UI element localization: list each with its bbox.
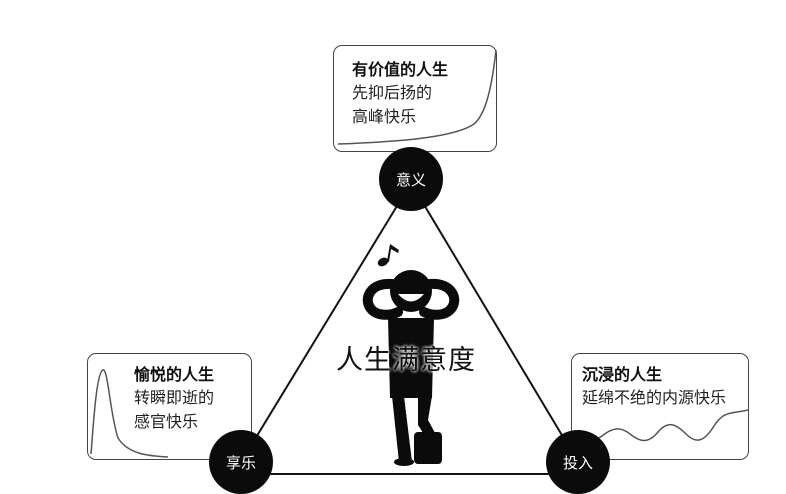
card-pleasant-life-title: 愉悦的人生 [134, 365, 215, 384]
triangle-edge-right [410, 182, 579, 463]
card-meaningful-life-line-2: 高峰快乐 [352, 107, 417, 126]
node-meaning: 意义 [379, 147, 443, 211]
node-pleasure: 享乐 [209, 430, 273, 494]
spike-decay-curve [90, 369, 169, 458]
card-pleasant-life-line-1: 转瞬即逝的 [134, 388, 215, 407]
steady-wave-curve [573, 409, 749, 442]
life-satisfaction-label: 人生满意度 [336, 345, 476, 376]
card-meaningful-life-title: 有价值的人生 [352, 60, 449, 79]
node-engagement: 投入 [546, 430, 610, 494]
card-engaged-life-line-1: 延绵不绝的内源快乐 [582, 388, 727, 407]
card-engaged-life-title: 沉浸的人生 [582, 365, 663, 384]
card-meaningful-life-line-1: 先抑后扬的 [352, 83, 433, 102]
peak-growth-curve [337, 49, 497, 145]
music-note-icon [377, 244, 399, 267]
triangle-edge-left [240, 182, 412, 463]
card-pleasant-life-line-2: 感官快乐 [134, 412, 199, 431]
card-meaningful-life: 有价值的人生 先抑后扬的 高峰快乐 [333, 45, 497, 152]
relaxed-person-icon [362, 270, 460, 466]
satisfaction-triangle [240, 182, 579, 475]
